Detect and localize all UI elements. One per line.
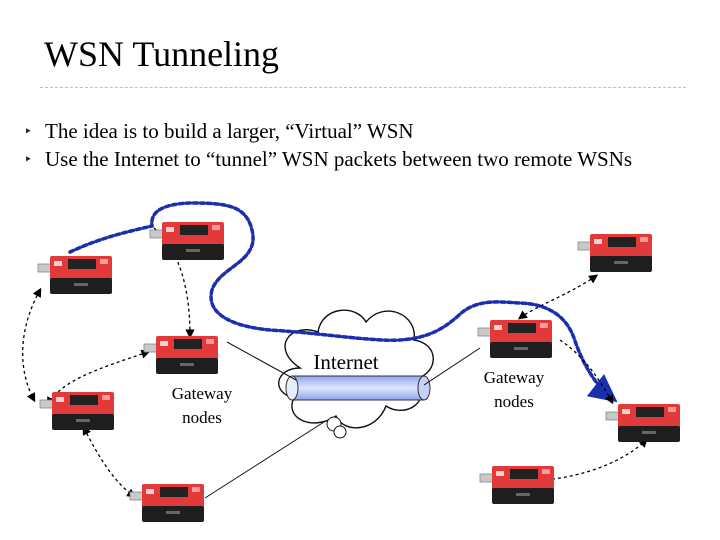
link-line [423,347,481,386]
bullet-text: Use the Internet to “tunnel” WSN packets… [45,147,633,171]
sensor-node-icon [39,391,115,431]
cloud-bubble-icon [333,425,347,439]
gateway-nodes-label-left: Gateway nodes [171,384,233,427]
sensor-node-icon [479,465,555,505]
gateway-node-icon [143,335,219,375]
gateway-node-icon [477,319,553,359]
bullet-item: ‣ Use the Internet to “tunnel” WSN packe… [24,146,684,172]
local-link [46,349,151,407]
tunnel-tube-icon [285,375,431,401]
sensor-node-icon [129,483,205,523]
local-link [22,287,42,403]
gateway-nodes-label-right: Gateway nodes [483,368,545,411]
title-divider [40,87,686,88]
sensor-node-icon [577,233,653,273]
local-link [517,274,599,320]
link-line [226,341,297,381]
slide-title: WSN Tunneling [44,34,280,74]
internet-label: Internet [313,350,379,374]
local-link [82,425,137,498]
sensor-node-icon [149,221,225,261]
local-link [559,339,614,405]
bullet-text: The idea is to build a larger, “Virtual”… [45,119,414,143]
link-line [204,421,325,499]
bullet-icon: ‣ [24,125,33,140]
sensor-node-icon [37,255,113,295]
local-link [543,438,648,484]
local-link [153,227,195,339]
sensor-node-icon [605,403,681,443]
bullet-icon: ‣ [24,153,33,168]
bullet-item: ‣ The idea is to build a larger, “Virtua… [24,118,684,144]
bullet-list: ‣ The idea is to build a larger, “Virtua… [24,118,684,174]
